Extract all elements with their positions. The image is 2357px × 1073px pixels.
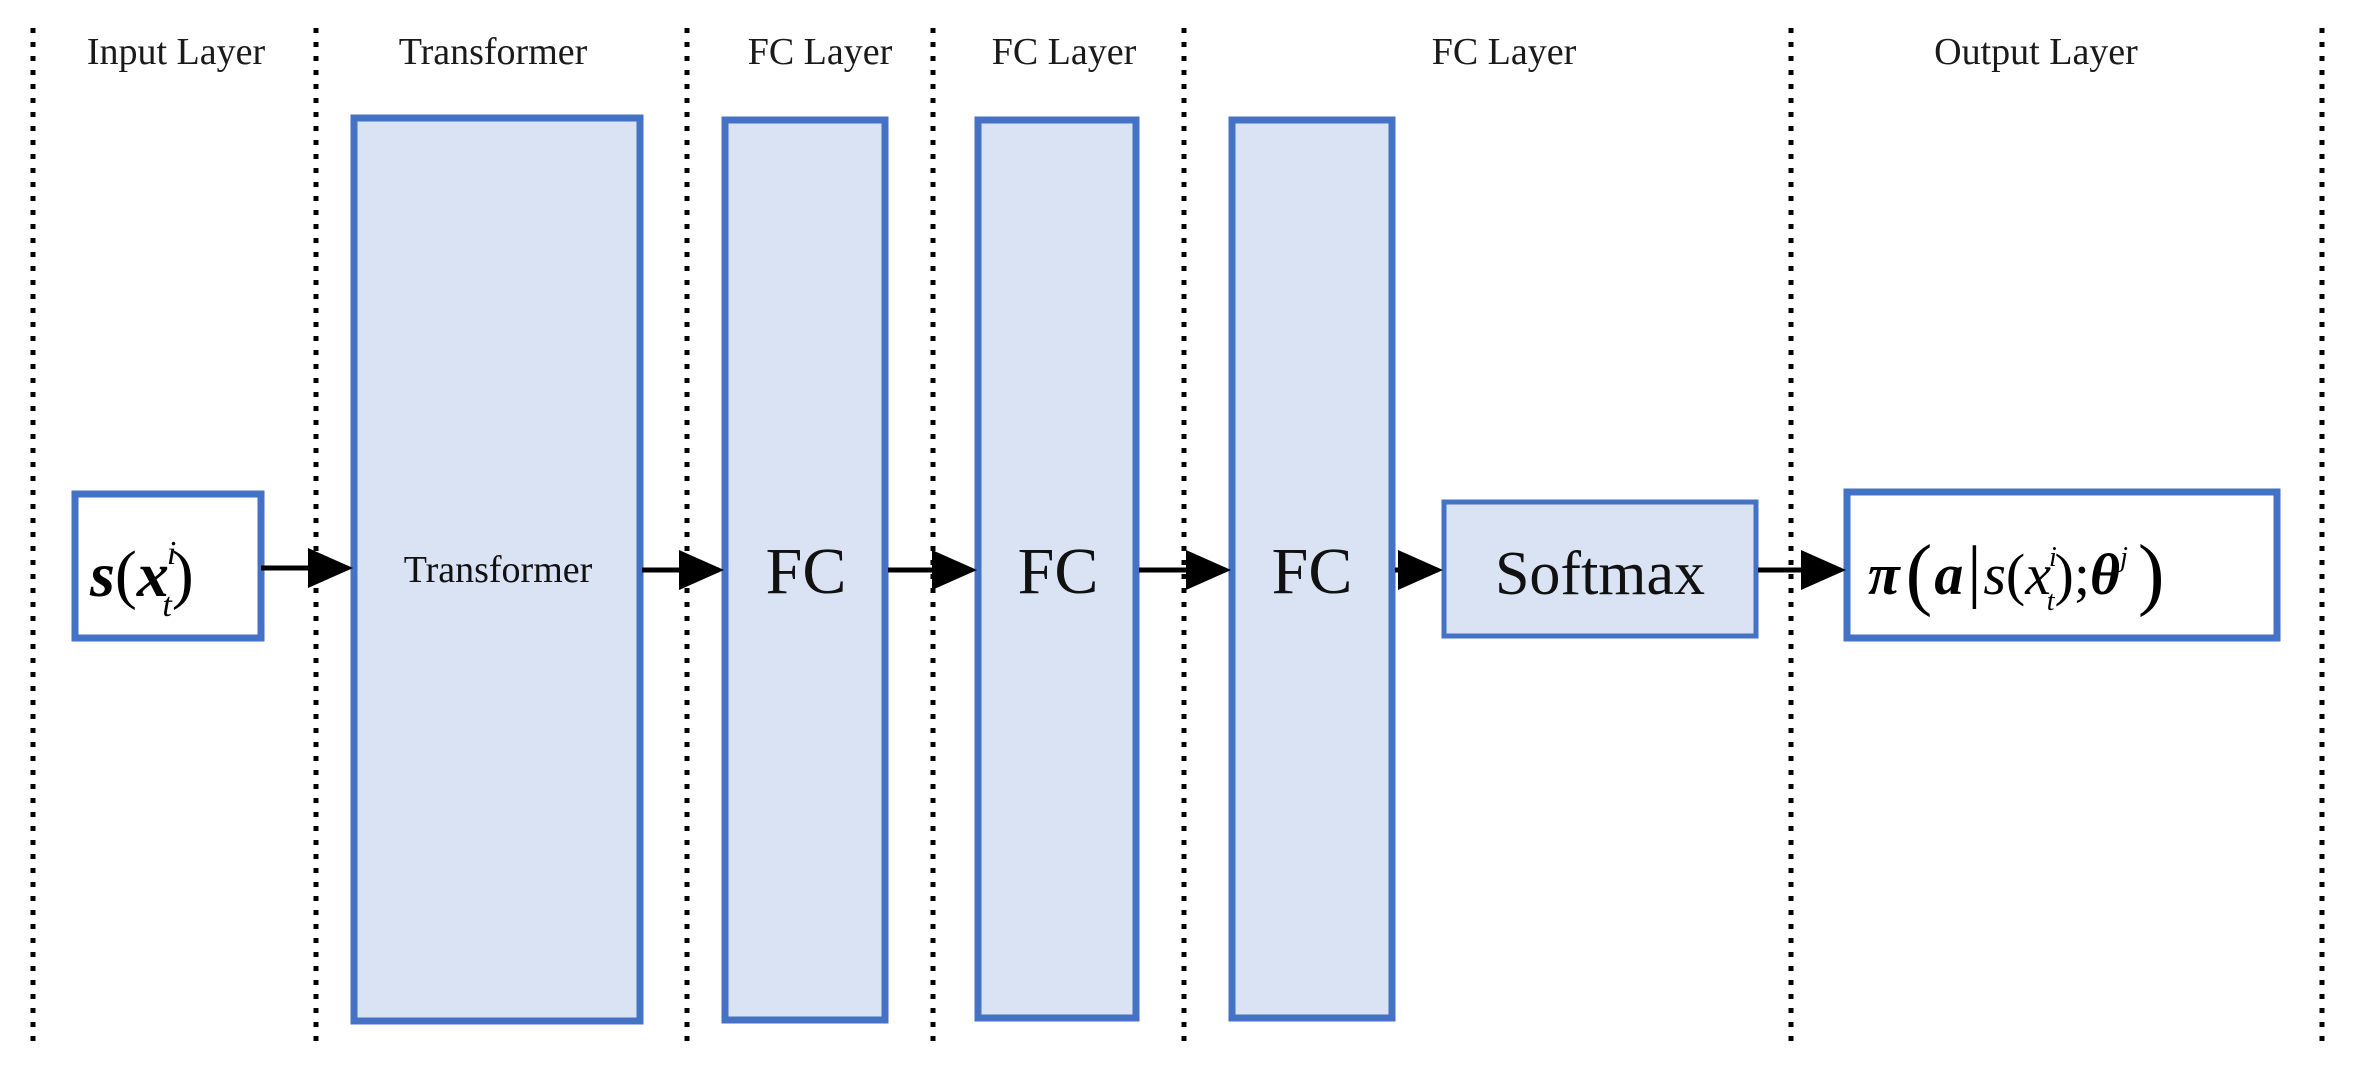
fc-node-3: FC: [1228, 116, 1396, 1022]
input-formula-close: ): [172, 538, 194, 611]
fc-label-1: FC: [766, 535, 847, 608]
output-box: [1843, 488, 2281, 642]
output-formula-open: (: [1906, 530, 1933, 618]
output-formula-close-inner: ): [2055, 542, 2074, 607]
input-formula-var: x: [136, 539, 169, 610]
output-formula-theta: θ: [2090, 542, 2120, 607]
input-formula-sup: i: [167, 535, 176, 572]
fc-node-2: FC: [974, 116, 1140, 1022]
fc-label-3: FC: [1272, 535, 1353, 608]
output-formula-sup: i: [2049, 542, 2057, 573]
column-headers: Input Layer Transformer FC Layer FC Laye…: [87, 31, 2138, 73]
output-formula-sub: t: [2047, 586, 2056, 617]
input-formula-open: (: [115, 538, 137, 611]
input-box: [71, 490, 265, 642]
softmax-box: [1441, 499, 1759, 639]
header-output-layer: Output Layer: [1934, 31, 2138, 73]
header-fc-layer-2: FC Layer: [992, 31, 1137, 73]
output-formula-bar: |: [1967, 533, 1981, 610]
layer-dividers: [30, 28, 2325, 1050]
header-transformer: Transformer: [399, 31, 588, 73]
output-formula-theta-sup: j: [2117, 542, 2128, 573]
header-fc-layer-1: FC Layer: [748, 31, 893, 73]
fc-box-1: [721, 116, 889, 1024]
output-formula-x: x: [2024, 542, 2051, 607]
softmax-node: Softmax: [1441, 499, 1759, 639]
input-formula-fn: s: [89, 539, 115, 610]
output-formula-semicolon: ;: [2074, 542, 2090, 607]
transformer-label: Transformer: [404, 549, 593, 591]
transformer-node: Transformer: [350, 114, 644, 1025]
fc-label-2: FC: [1018, 535, 1099, 608]
input-formula-sub: t: [162, 587, 173, 624]
output-formula-open-inner: (: [2006, 542, 2025, 607]
output-formula-close: ): [2138, 530, 2165, 618]
softmax-label: Softmax: [1495, 540, 1705, 608]
fc-box-2: [974, 116, 1140, 1022]
transformer-box: [350, 114, 644, 1025]
fc-box-3: [1228, 116, 1396, 1022]
fc-node-1: FC: [721, 116, 889, 1024]
output-formula-s: s: [1983, 542, 2006, 607]
output-formula-pi: π: [1868, 542, 1901, 607]
header-input-layer: Input Layer: [87, 31, 266, 73]
flow-arrows: [261, 548, 1846, 590]
header-fc-layer-3: FC Layer: [1432, 31, 1577, 73]
output-formula-a: a: [1934, 542, 1963, 607]
